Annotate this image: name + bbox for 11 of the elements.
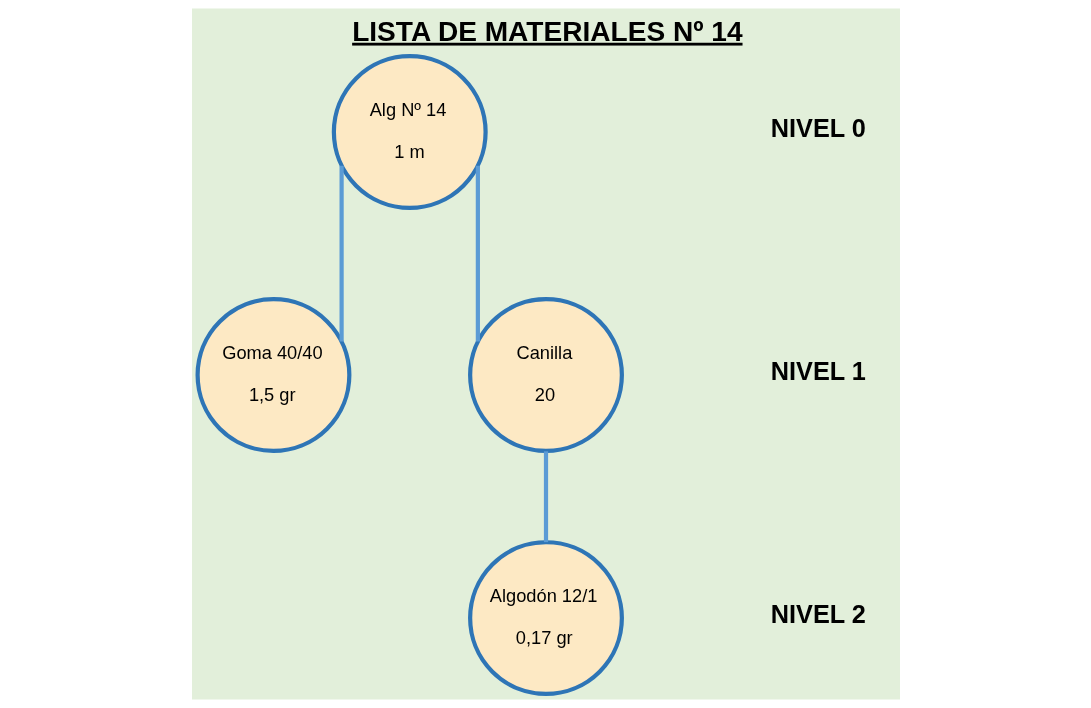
connector — [543, 451, 548, 543]
node-circle: Algodón 12/1 0,17 gr — [467, 540, 624, 697]
label: NIVEL 2 — [770, 599, 866, 628]
node-circle: Alg Nº 14 1 m — [331, 54, 488, 210]
connector — [475, 165, 480, 342]
label: NIVEL 0 — [770, 113, 866, 142]
diagram-title: LISTA DE MATERIALES Nº 14 — [351, 15, 743, 47]
label: NIVEL 1 — [770, 356, 866, 385]
node-circle: Goma 40/40 1,5 gr — [195, 297, 351, 454]
node-circle: Canilla 20 — [467, 297, 624, 454]
connector — [339, 165, 344, 342]
